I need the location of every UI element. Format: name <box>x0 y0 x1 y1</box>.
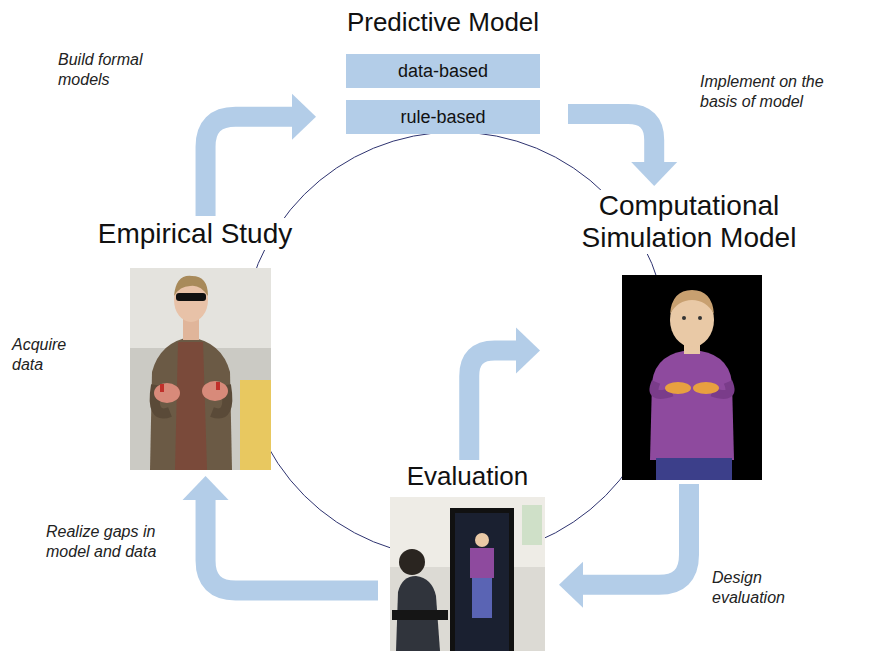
box-label: rule-based <box>400 107 485 128</box>
simulation-avatar <box>622 275 762 480</box>
stage-title: Predictive Model <box>343 8 543 38</box>
stage-title: Evaluation <box>403 462 532 492</box>
box-label: data-based <box>398 61 488 82</box>
stage-panel: Computational Simulation Model <box>544 190 834 482</box>
empirical-study-photo <box>130 268 271 470</box>
arrow-shaft <box>469 351 520 460</box>
arrow-shaft <box>206 117 296 216</box>
cycle-arrow <box>559 484 689 608</box>
stage-panel: Evaluation <box>380 462 555 651</box>
arrow-head <box>559 562 583 608</box>
arrow-shaft <box>579 484 689 585</box>
arrow-head <box>292 94 316 140</box>
edge-label: Design evaluation <box>712 568 812 608</box>
arrow-head <box>183 476 229 500</box>
stage-title: Empirical Study <box>94 218 297 250</box>
side-note: Acquire data <box>12 335 92 375</box>
arrow-head <box>631 162 677 186</box>
evaluation-photo <box>390 497 545 651</box>
cycle-arrow <box>469 328 540 460</box>
arrow-shaft <box>206 496 378 591</box>
edge-label: Build formal models <box>58 50 168 90</box>
arrow-shaft <box>568 114 654 166</box>
stage-title: Computational Simulation Model <box>544 190 834 254</box>
model-box: rule-based <box>346 100 540 134</box>
cycle-arrow <box>183 476 378 591</box>
cycle-arrow <box>568 114 677 186</box>
model-box: data-based <box>346 54 540 88</box>
edge-label: Realize gaps in model and data <box>46 522 170 562</box>
edge-label: Implement on the basis of model <box>700 72 860 112</box>
arrow-head <box>516 328 540 374</box>
stage-panel: Empirical Study <box>90 218 301 472</box>
stage-panel: Predictive Model data-based rule-based <box>320 8 566 144</box>
cycle-arrow <box>206 94 316 216</box>
